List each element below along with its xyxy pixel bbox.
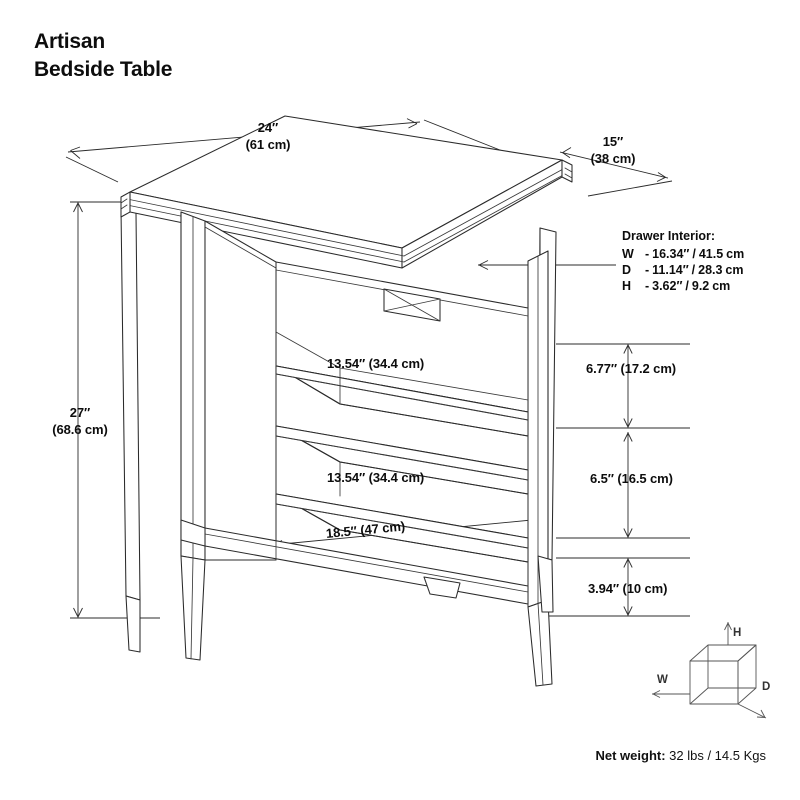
title-line-1: Artisan <box>34 30 105 53</box>
page-title: Artisan Bedside Table <box>34 28 172 83</box>
net-weight-value: 32 lbs / 14.5 Kgs <box>665 748 766 763</box>
axis-label-width: W <box>657 674 668 686</box>
dimension-label-upper-shelf-height: 6.77″ (17.2 cm) <box>586 361 677 376</box>
axis-label-height: H <box>733 627 742 639</box>
dimension-label-lower-shelf-height: 6.5″ (16.5 cm) <box>590 471 673 486</box>
drawer-interior-row-h: H - 3.62″ / 9.2 cm <box>622 278 731 293</box>
dimension-label-depth: 15″ (38 cm) <box>590 134 636 166</box>
net-weight: Net weight: 32 lbs / 14.5 Kgs <box>595 748 766 763</box>
table-body <box>120 115 573 687</box>
dimension-label-upper-shelf-width: 13.54″ (34.4 cm) <box>327 356 425 371</box>
dimension-label-height: 27″ (68.6 cm) <box>52 405 108 437</box>
dimension-lines <box>65 118 690 619</box>
drawer-interior-callout: Drawer Interior: W - 16.34″ / 41.5 cm D … <box>622 228 745 294</box>
dimension-label-clearance-height: 3.94″ (10 cm) <box>588 581 668 596</box>
title-line-2: Bedside Table <box>34 57 173 81</box>
axis-label-depth: D <box>762 681 771 693</box>
dimension-label-width: 24″ (61 cm) <box>245 120 291 152</box>
axis-cube-icon <box>652 622 767 719</box>
dimension-label-lower-shelf-width: 13.54″ (34.4 cm) <box>327 470 425 485</box>
drawer-interior-heading: Drawer Interior: <box>622 229 716 243</box>
net-weight-label: Net weight: <box>595 748 666 763</box>
drawer-interior-row-w: W - 16.34″ / 41.5 cm <box>622 246 745 261</box>
drawer-interior-row-d: D - 11.14″ / 28.3 cm <box>622 262 744 277</box>
